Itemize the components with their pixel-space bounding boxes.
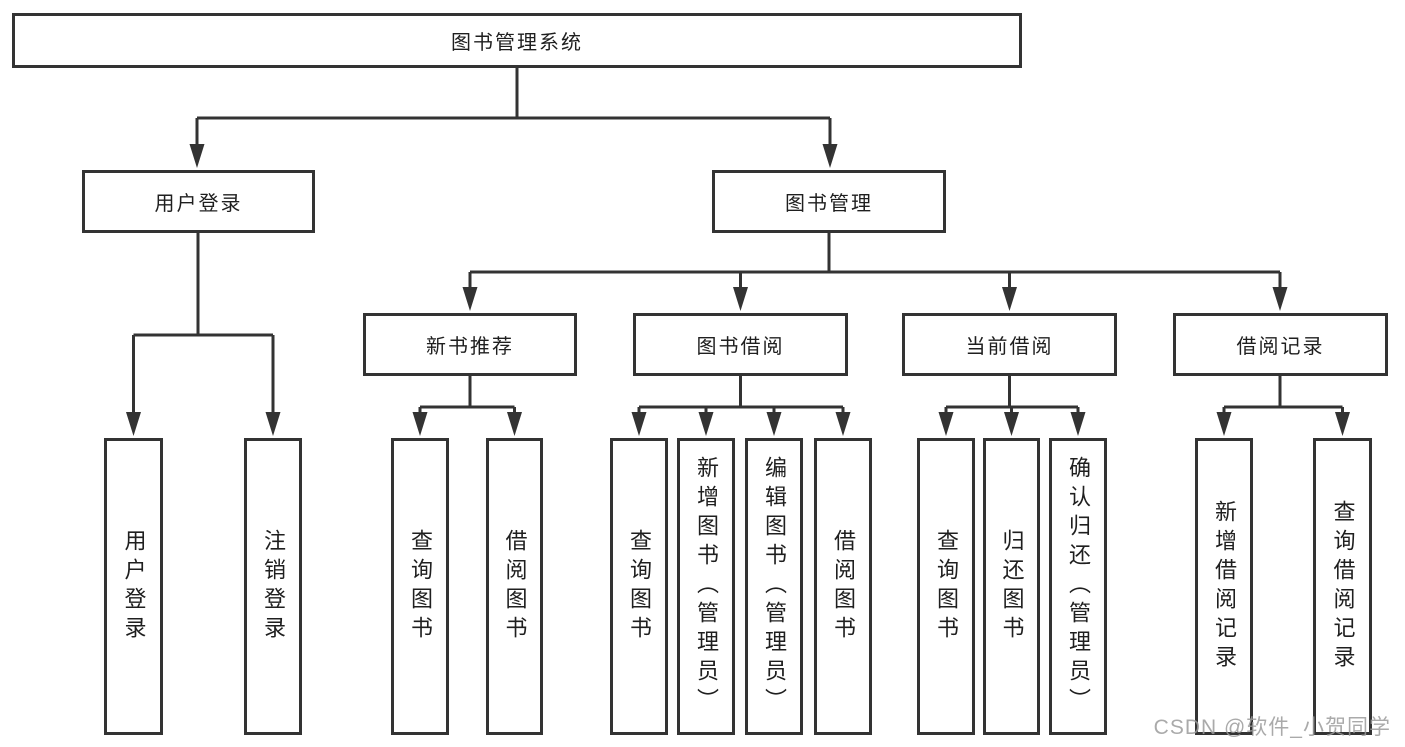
- leaf-bb-edit-book: 编辑图书（管理员）: [745, 438, 803, 735]
- leaf-bb-add-book: 新增图书（管理员）: [677, 438, 735, 735]
- node-book-borrow-label: 图书借阅: [696, 336, 785, 358]
- node-book-borrow: 图书借阅: [633, 313, 848, 376]
- node-book-management-label: 图书管理: [785, 193, 873, 215]
- leaf-br-add-record: 新增借阅记录: [1195, 438, 1253, 735]
- leaf-br-add-record-label: 新增借阅记录: [1212, 499, 1237, 674]
- leaf-bb-borrow-book: 借阅图书: [814, 438, 872, 735]
- leaf-rec-borrow-book-label: 借阅图书: [502, 528, 528, 645]
- leaf-rec-query-book: 查询图书: [391, 438, 449, 735]
- leaf-cb-return-book-label: 归还图书: [999, 528, 1025, 645]
- node-user-login-label: 用户登录: [154, 193, 243, 215]
- leaf-br-query-record: 查询借阅记录: [1313, 438, 1372, 735]
- leaf-logout-label: 注销登录: [261, 528, 286, 645]
- csdn-watermark: CSDN @软件_小贺同学: [1153, 716, 1391, 739]
- node-current-borrow: 当前借阅: [902, 313, 1117, 376]
- leaf-cb-return-book: 归还图书: [983, 438, 1040, 735]
- leaf-cb-confirm-return: 确认归还（管理员）: [1049, 438, 1107, 735]
- leaf-bb-query-book-label: 查询图书: [627, 528, 652, 645]
- leaf-user-login-label: 用户登录: [121, 528, 147, 645]
- leaf-cb-query-book: 查询图书: [917, 438, 975, 735]
- leaf-rec-borrow-book: 借阅图书: [486, 438, 543, 735]
- leaf-bb-borrow-book-label: 借阅图书: [831, 528, 856, 645]
- leaf-bb-query-book: 查询图书: [610, 438, 668, 735]
- node-current-borrow-label: 当前借阅: [965, 336, 1054, 358]
- leaf-user-login: 用户登录: [104, 438, 163, 735]
- node-new-book-recommend: 新书推荐: [363, 313, 577, 376]
- leaf-br-query-record-label: 查询借阅记录: [1330, 499, 1356, 674]
- leaf-bb-add-book-label: 新增图书（管理员）: [694, 456, 719, 717]
- leaf-rec-query-book-label: 查询图书: [408, 528, 433, 645]
- node-new-book-recommend-label: 新书推荐: [426, 336, 514, 358]
- leaf-bb-edit-book-label: 编辑图书（管理员）: [762, 456, 787, 717]
- node-borrow-record-label: 借阅记录: [1236, 336, 1325, 358]
- leaf-logout: 注销登录: [244, 438, 302, 735]
- node-library-system: 图书管理系统: [12, 13, 1022, 68]
- node-borrow-record: 借阅记录: [1173, 313, 1388, 376]
- node-library-system-label: 图书管理系统: [451, 32, 583, 54]
- node-user-login: 用户登录: [82, 170, 315, 233]
- leaf-cb-query-book-label: 查询图书: [934, 528, 959, 645]
- leaf-cb-confirm-return-label: 确认归还（管理员）: [1066, 456, 1091, 717]
- node-book-management: 图书管理: [712, 170, 946, 233]
